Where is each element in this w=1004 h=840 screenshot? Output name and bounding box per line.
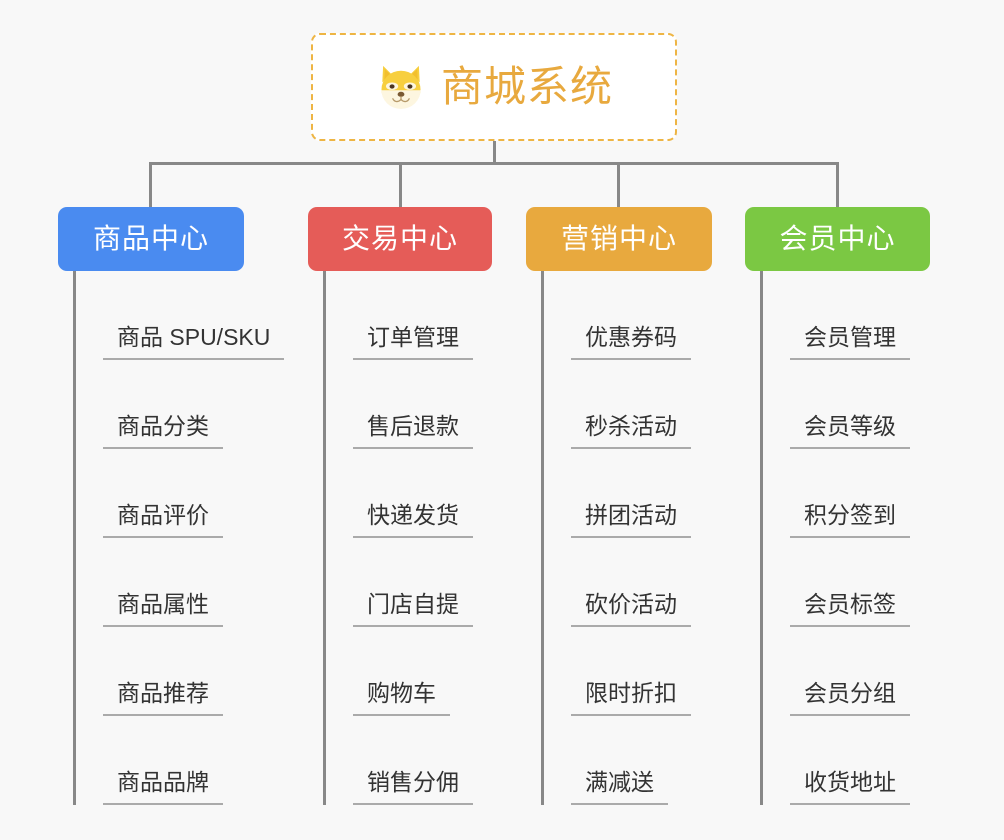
list-item[interactable]: 订单管理 bbox=[323, 271, 492, 360]
branch-trunk-line bbox=[541, 271, 544, 805]
list-item[interactable]: 砍价活动 bbox=[541, 538, 712, 627]
branch-label: 交易中心 bbox=[341, 223, 458, 254]
leaf-label: 商品评价 bbox=[103, 504, 223, 538]
list-item[interactable]: 限时折扣 bbox=[541, 627, 712, 716]
leaf-label: 限时折扣 bbox=[571, 682, 691, 716]
branch-label: 商品中心 bbox=[92, 223, 209, 254]
leaf-label: 会员标签 bbox=[790, 593, 910, 627]
shiba-inu-dog-face-icon bbox=[375, 61, 427, 113]
leaf-label: 会员分组 bbox=[790, 682, 910, 716]
leaf-label: 商品品牌 bbox=[103, 771, 223, 805]
leaf-label: 砍价活动 bbox=[571, 593, 691, 627]
branch-trunk-line bbox=[760, 271, 763, 805]
branch-marketing-center: 营销中心 优惠券码 秒杀活动 拼团活动 砍价活动 限时折扣 满减送 bbox=[526, 207, 712, 805]
leaf-label: 会员管理 bbox=[790, 326, 910, 360]
leaf-label: 秒杀活动 bbox=[571, 415, 691, 449]
branch-items-trade-center: 订单管理 售后退款 快递发货 门店自提 购物车 销售分佣 bbox=[308, 271, 492, 805]
list-item[interactable]: 满减送 bbox=[541, 716, 712, 805]
branch-trade-center: 交易中心 订单管理 售后退款 快递发货 门店自提 购物车 销售分佣 bbox=[308, 207, 492, 805]
leaf-label: 销售分佣 bbox=[353, 771, 473, 805]
branch-header-marketing-center[interactable]: 营销中心 bbox=[526, 207, 712, 271]
leaf-label: 积分签到 bbox=[790, 504, 910, 538]
leaf-label: 订单管理 bbox=[353, 326, 473, 360]
branch-items-product-center: 商品 SPU/SKU 商品分类 商品评价 商品属性 商品推荐 商品品牌 bbox=[58, 271, 285, 805]
list-item[interactable]: 会员标签 bbox=[760, 538, 930, 627]
list-item[interactable]: 商品评价 bbox=[73, 449, 284, 538]
branch-label: 会员中心 bbox=[779, 223, 896, 254]
connector-drop-1 bbox=[149, 162, 152, 208]
list-item[interactable]: 会员分组 bbox=[760, 627, 930, 716]
list-item[interactable]: 商品分类 bbox=[73, 360, 284, 449]
root-node[interactable]: 商城系统 bbox=[311, 33, 677, 141]
branch-header-member-center[interactable]: 会员中心 bbox=[745, 207, 930, 271]
connector-root-stem bbox=[493, 141, 496, 165]
leaf-label: 商品属性 bbox=[103, 593, 223, 627]
branch-items-marketing-center: 优惠券码 秒杀活动 拼团活动 砍价活动 限时折扣 满减送 bbox=[526, 271, 712, 805]
root-title: 商城系统 bbox=[440, 63, 613, 110]
list-item[interactable]: 商品品牌 bbox=[73, 716, 284, 805]
leaf-label: 售后退款 bbox=[353, 415, 473, 449]
list-item[interactable]: 销售分佣 bbox=[323, 716, 492, 805]
leaf-label: 拼团活动 bbox=[571, 504, 691, 538]
leaf-label: 优惠券码 bbox=[571, 326, 691, 360]
list-item[interactable]: 商品属性 bbox=[73, 538, 284, 627]
leaf-label: 快递发货 bbox=[353, 504, 473, 538]
list-item[interactable]: 会员管理 bbox=[760, 271, 930, 360]
connector-drop-3 bbox=[617, 162, 620, 208]
branch-trunk-line bbox=[73, 271, 76, 805]
list-item[interactable]: 商品 SPU/SKU bbox=[73, 271, 285, 360]
branch-items-member-center: 会员管理 会员等级 积分签到 会员标签 会员分组 收货地址 bbox=[745, 271, 930, 805]
leaf-label: 会员等级 bbox=[790, 415, 910, 449]
connector-drop-2 bbox=[399, 162, 402, 208]
leaf-label: 商品分类 bbox=[103, 415, 223, 449]
leaf-label: 门店自提 bbox=[353, 593, 473, 627]
list-item[interactable]: 会员等级 bbox=[760, 360, 930, 449]
connector-horizontal-bus bbox=[149, 162, 839, 165]
leaf-label: 商品 SPU/SKU bbox=[103, 326, 285, 360]
branch-header-product-center[interactable]: 商品中心 bbox=[58, 207, 244, 271]
leaf-label: 满减送 bbox=[571, 771, 668, 805]
leaf-label: 收货地址 bbox=[790, 771, 910, 805]
branch-label: 营销中心 bbox=[560, 223, 677, 254]
branch-product-center: 商品中心 商品 SPU/SKU 商品分类 商品评价 商品属性 商品推荐 商品品牌 bbox=[58, 207, 285, 805]
list-item[interactable]: 积分签到 bbox=[760, 449, 930, 538]
branch-member-center: 会员中心 会员管理 会员等级 积分签到 会员标签 会员分组 收货地址 bbox=[745, 207, 930, 805]
branch-header-trade-center[interactable]: 交易中心 bbox=[308, 207, 492, 271]
list-item[interactable]: 优惠券码 bbox=[541, 271, 712, 360]
list-item[interactable]: 秒杀活动 bbox=[541, 360, 712, 449]
branch-trunk-line bbox=[323, 271, 326, 805]
list-item[interactable]: 门店自提 bbox=[323, 538, 492, 627]
connector-drop-4 bbox=[836, 162, 839, 208]
list-item[interactable]: 快递发货 bbox=[323, 449, 492, 538]
list-item[interactable]: 收货地址 bbox=[760, 716, 930, 805]
list-item[interactable]: 拼团活动 bbox=[541, 449, 712, 538]
list-item[interactable]: 购物车 bbox=[323, 627, 492, 716]
leaf-label: 商品推荐 bbox=[103, 682, 223, 716]
leaf-label: 购物车 bbox=[353, 682, 450, 716]
list-item[interactable]: 售后退款 bbox=[323, 360, 492, 449]
list-item[interactable]: 商品推荐 bbox=[73, 627, 284, 716]
